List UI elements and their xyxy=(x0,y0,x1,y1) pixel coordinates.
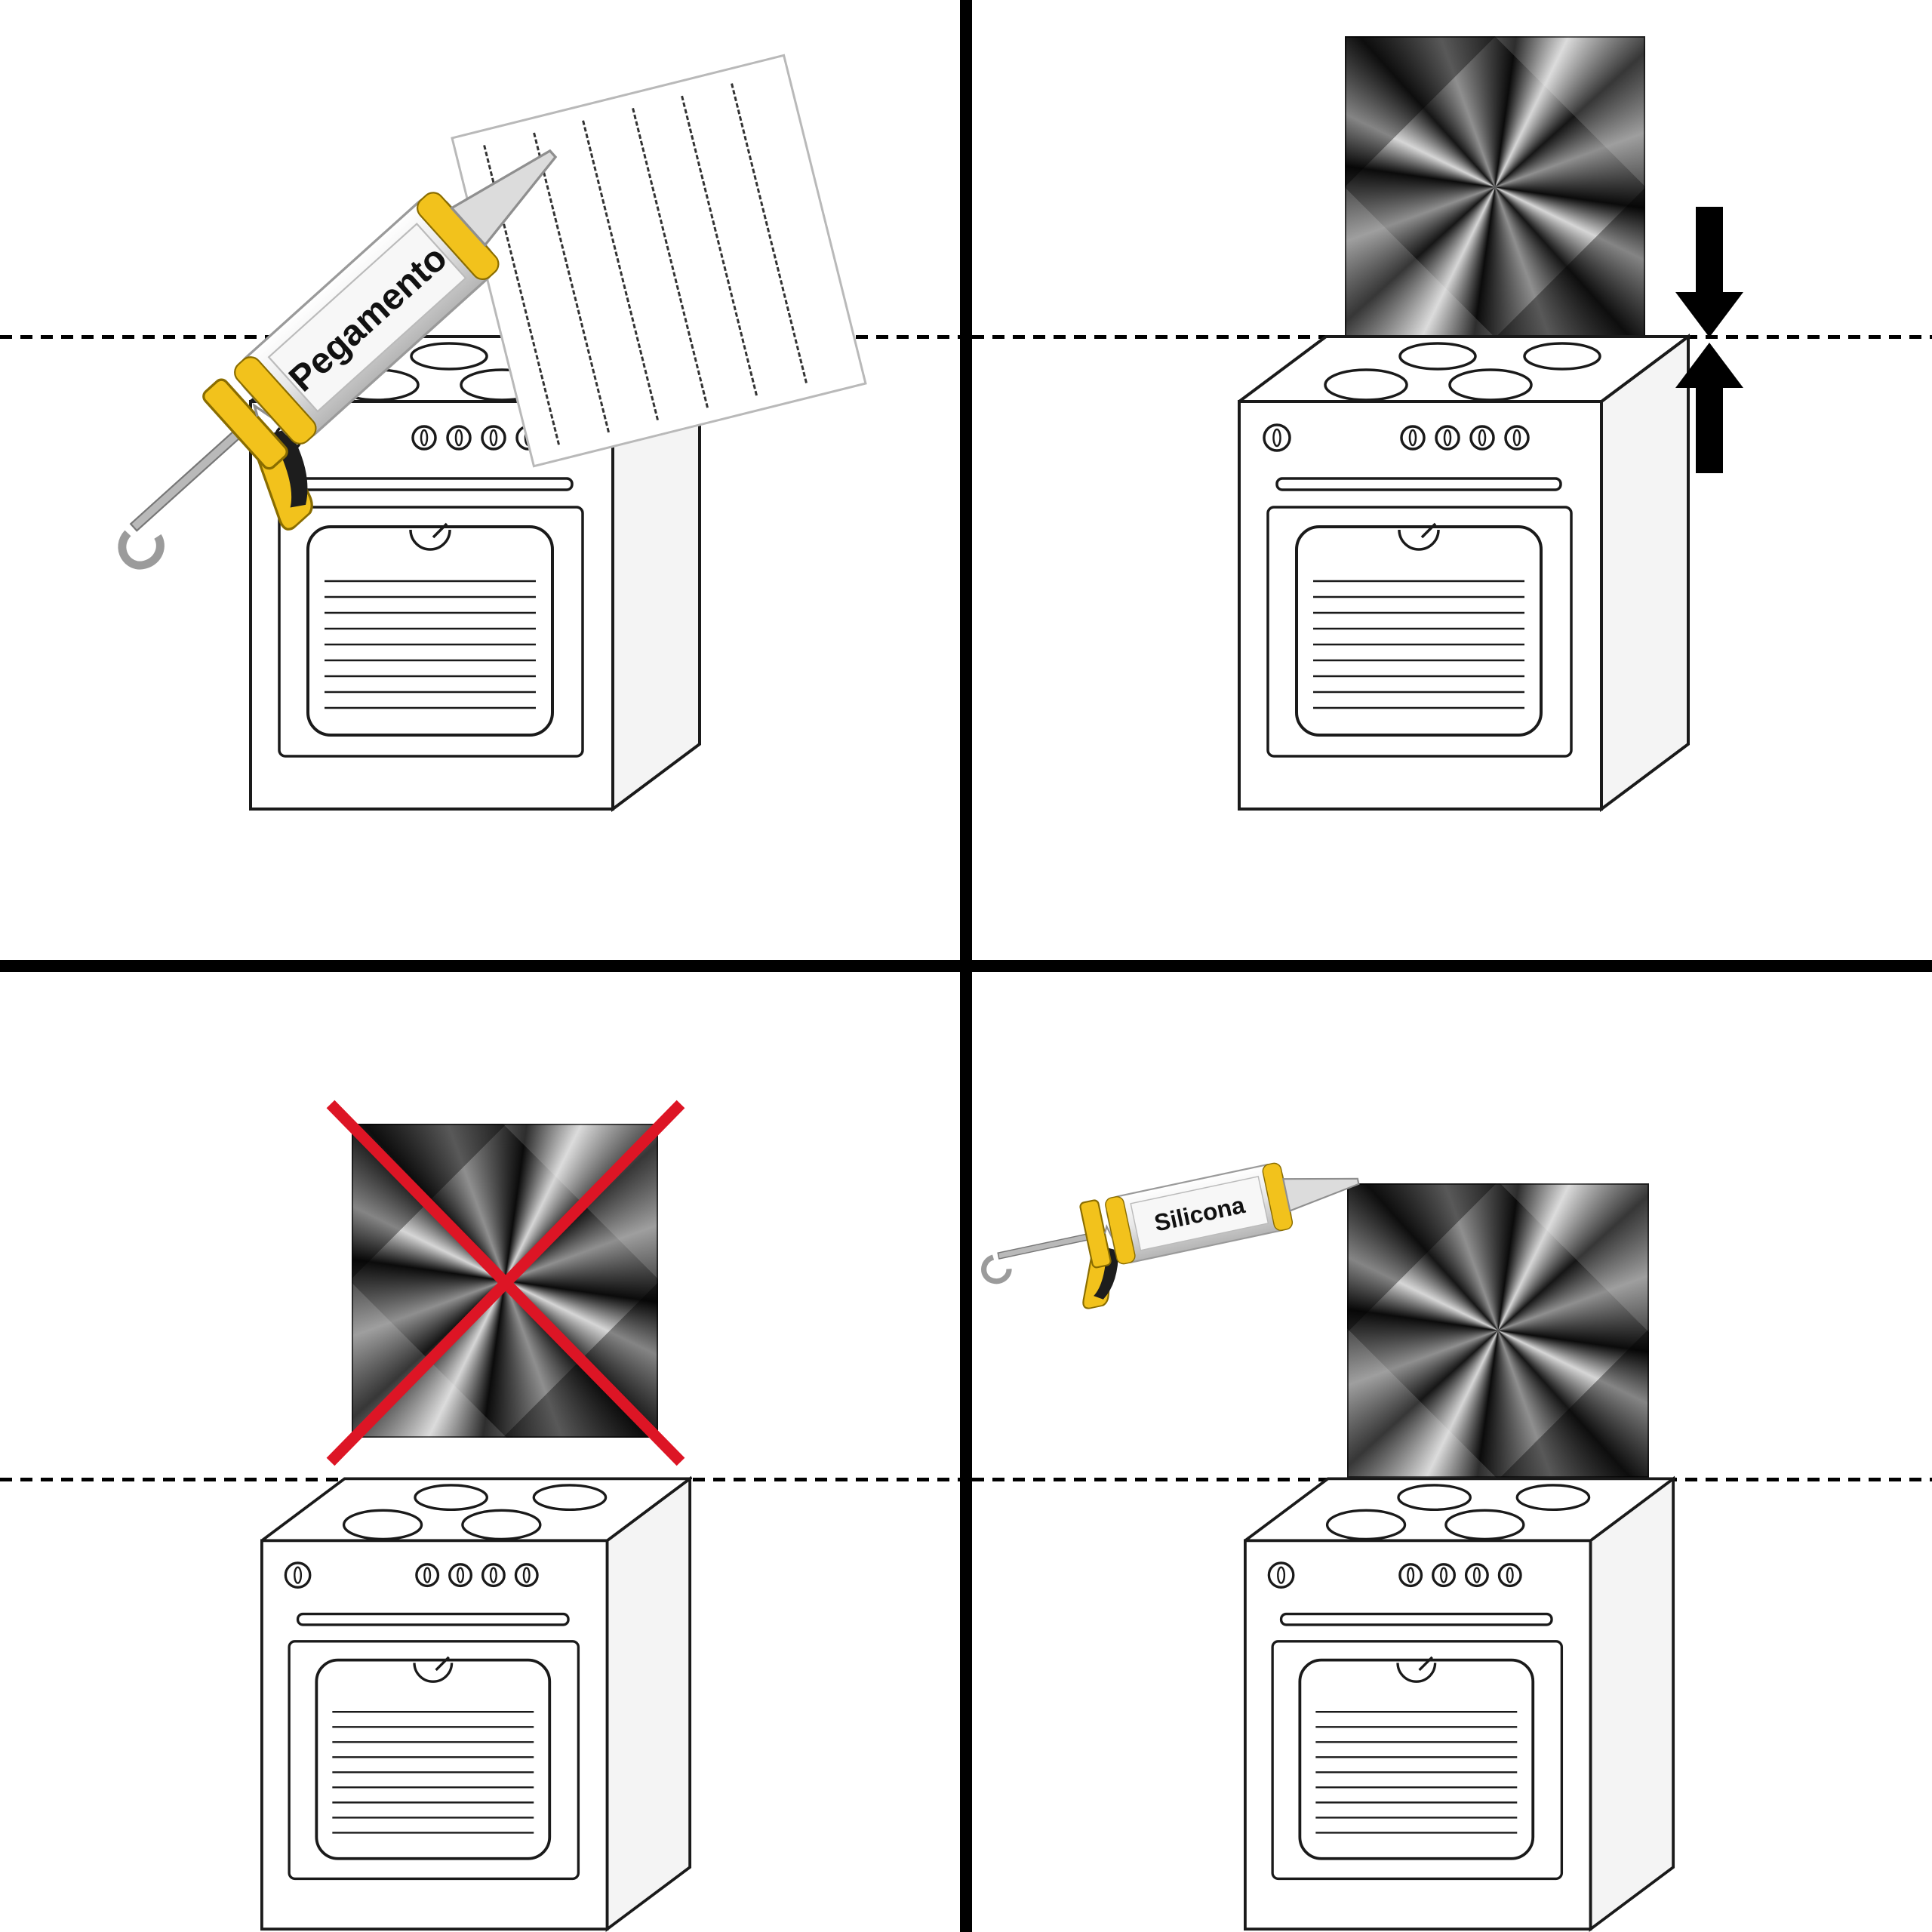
red-cross-icon xyxy=(326,1100,685,1466)
metal-panel-icon xyxy=(1347,1183,1649,1478)
metal-panel-icon xyxy=(1345,36,1645,338)
press-arrows-icon xyxy=(1675,207,1743,473)
caulk-gun-icon: Pegamento xyxy=(26,46,638,630)
caulk-gun-icon: Silicona xyxy=(960,1097,1385,1330)
stove-icon xyxy=(1244,1467,1675,1932)
horizontal-divider xyxy=(0,960,1932,972)
press-up-arrow-icon xyxy=(1675,343,1743,473)
press-down-arrow-icon xyxy=(1675,207,1743,337)
